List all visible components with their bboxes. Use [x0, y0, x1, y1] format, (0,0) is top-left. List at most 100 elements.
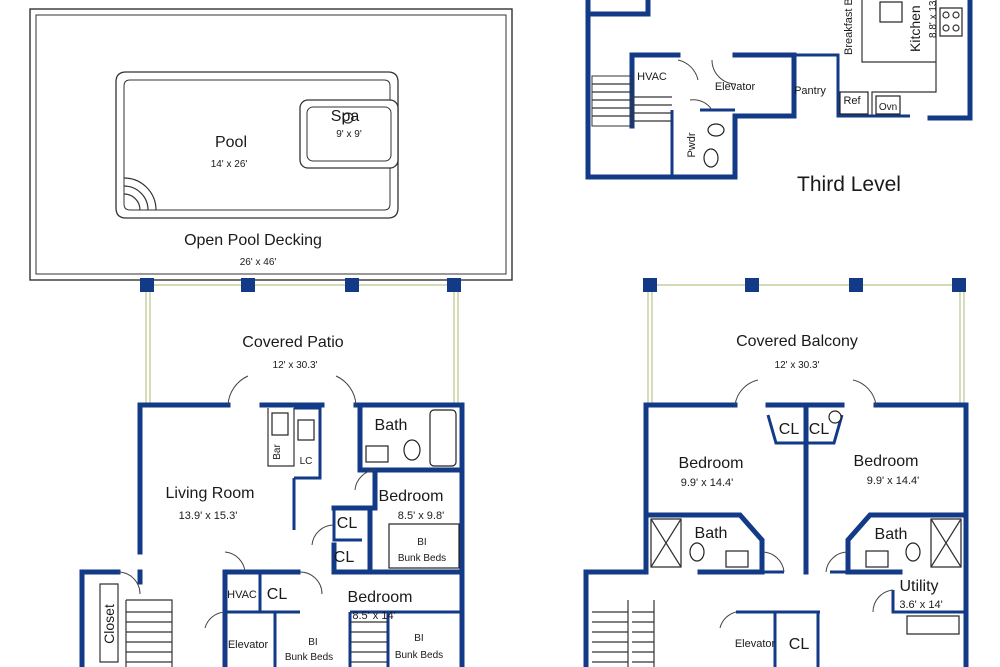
bunk-walls	[273, 612, 390, 667]
living-label: Living Room	[166, 485, 255, 502]
bath-label-1: Bath	[375, 417, 408, 434]
burner-2	[952, 11, 960, 19]
deck-outline-inner	[35, 14, 507, 275]
bedroom-right-label: Bedroom	[854, 453, 919, 470]
bi2-line2: Bunk Beds	[285, 652, 333, 663]
powder-label: Pwdr	[686, 132, 698, 157]
balcony-label: Covered Balcony	[736, 333, 858, 350]
wall-pantry	[794, 53, 910, 118]
sink-left-icon	[725, 550, 749, 568]
balcony-dim: 12' x 30.3'	[775, 360, 820, 371]
bi3-line2: Bunk Beds	[395, 650, 443, 661]
spa-inner	[306, 106, 392, 162]
cl-walls	[766, 414, 844, 445]
wall-right	[927, 0, 973, 121]
elevator-label-1: Elevator	[228, 639, 269, 651]
cl-right-label: CL	[809, 421, 830, 438]
patio-label: Covered Patio	[242, 334, 343, 351]
bedroom2-label: Bedroom	[348, 589, 413, 606]
bathtub-icon	[429, 409, 457, 467]
bath-sink-icon	[365, 445, 389, 463]
bi2-line1: BI	[308, 637, 317, 648]
oven-label: Ovn	[879, 102, 897, 113]
spa-label: Spa	[331, 108, 360, 125]
balcony-rail-right	[959, 285, 965, 405]
burner-3	[942, 24, 950, 32]
ref-box	[839, 91, 869, 115]
bi1-line2: Bunk Beds	[398, 553, 446, 564]
door-swing-patio-2	[335, 375, 357, 406]
spa-outline	[299, 99, 399, 169]
spa-jet-icon	[342, 112, 354, 124]
closet-box	[99, 583, 119, 663]
stairs-first	[125, 599, 388, 667]
bar-label: Bar	[272, 444, 283, 460]
bunk-bed-1-box	[388, 523, 460, 569]
door-swing-bedroom2	[299, 571, 323, 595]
post-3	[345, 278, 359, 292]
ref-label: Ref	[843, 95, 861, 107]
wall-top	[585, 0, 651, 17]
pool-dim: 14' x 26'	[211, 159, 248, 170]
bedroom-right-dim: 9.9' x 14.4'	[867, 475, 920, 487]
post-5	[643, 278, 657, 292]
pool-step-2	[123, 185, 149, 211]
burner-1	[942, 11, 950, 19]
first-level-plan: Covered Patio 12' x 30.3'	[79, 278, 465, 667]
kitchen-label: Kitchen	[907, 5, 923, 52]
door-swing-balcony-2	[852, 379, 877, 406]
bedroom-left-label: Bedroom	[679, 455, 744, 472]
stairs-frame	[125, 599, 173, 667]
bath-toilet-icon	[403, 439, 421, 461]
exterior-left-2	[583, 402, 649, 667]
stair-treads	[592, 83, 672, 126]
door-swing-hvac	[677, 59, 699, 81]
elevator-label-3: Elevator	[715, 81, 756, 93]
bath-right-walls	[845, 512, 969, 575]
wall-bottom	[669, 113, 797, 180]
post-8	[952, 278, 966, 292]
door-swing-patio-1	[227, 375, 249, 406]
utility-dim: 3.6' x 14'	[899, 599, 942, 611]
door-swing-bath-l	[761, 551, 785, 573]
patio-dim: 12' x 30.3'	[273, 360, 318, 371]
elevator-walls-2	[736, 610, 820, 667]
post-6	[745, 278, 759, 292]
bi3-line1: BI	[414, 633, 423, 644]
burner-4	[952, 24, 960, 32]
door-swing-bath-r	[825, 551, 849, 573]
post-2	[241, 278, 255, 292]
bath-left-walls	[643, 512, 765, 575]
cl3-walls	[225, 572, 300, 614]
door-swing-balcony-1	[734, 379, 759, 406]
hvac-label-1: HVAC	[227, 589, 257, 601]
pool-step-3	[123, 193, 141, 211]
toilet-right-icon	[905, 542, 921, 562]
cl-left-label: CL	[779, 421, 800, 438]
bath-right-label: Bath	[875, 526, 908, 543]
door-swing-elevator	[711, 59, 737, 85]
patio-rail-left	[145, 285, 151, 405]
lc-sink-icon	[297, 419, 315, 441]
elevator-label-2: Elevator	[735, 638, 776, 650]
pool-inner	[123, 79, 391, 211]
door-swing-pwdr	[689, 99, 713, 111]
bedroom-left-dim: 9.9' x 14.4'	[681, 477, 734, 489]
utility-walls	[891, 590, 966, 614]
bar-counter	[267, 408, 295, 467]
exterior-top	[137, 402, 465, 585]
door-swing-elevator	[204, 611, 226, 629]
door-swing-cl2	[311, 524, 335, 546]
pool-step-1	[123, 177, 157, 211]
bath-walls	[357, 402, 465, 473]
cl3-label: CL	[267, 586, 288, 603]
spa-dim: 9' x 9'	[336, 129, 362, 140]
pool-deck: Spa 9' x 9' Pool 14' x 26' Open Pool Dec…	[29, 8, 513, 281]
second-level-plan: Covered Balcony 12' x 30.3'	[583, 278, 969, 667]
bar-sink-icon	[271, 412, 289, 436]
stair-treads-2	[350, 621, 388, 663]
sink-icon	[707, 123, 725, 137]
cl2-walls	[331, 542, 465, 575]
patio-rail-right	[453, 285, 459, 405]
